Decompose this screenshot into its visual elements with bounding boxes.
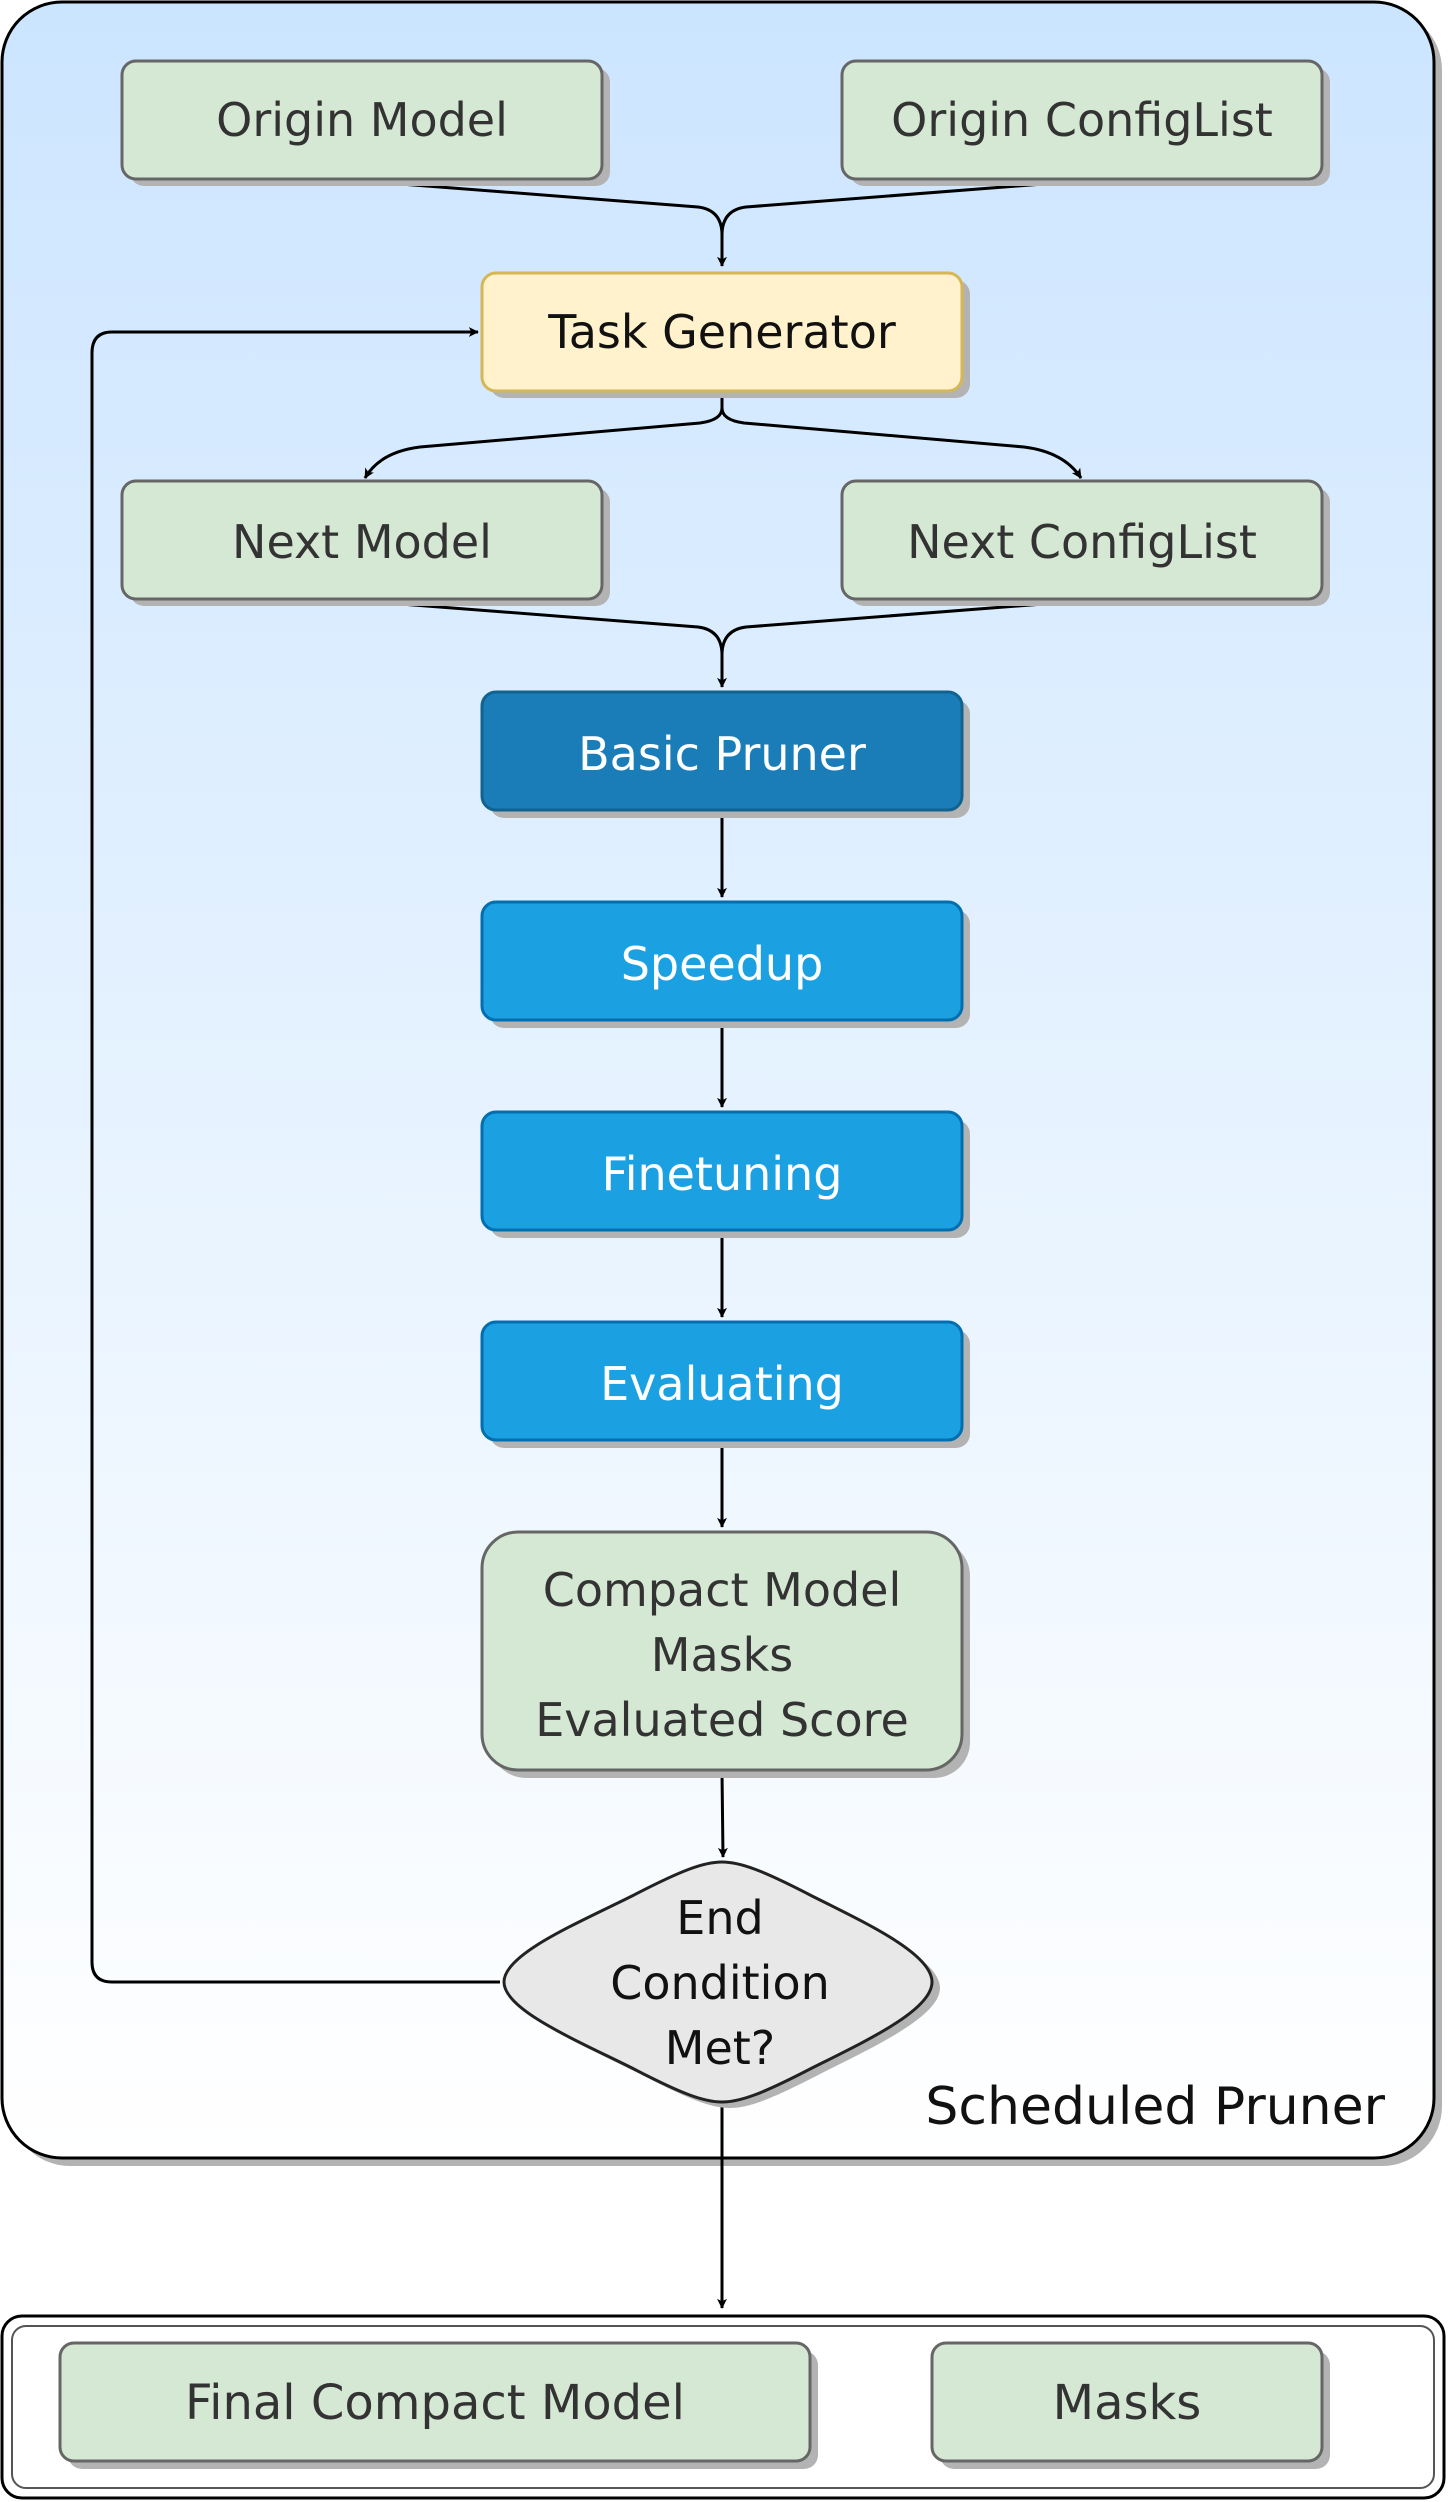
scheduled-pruner-label: Scheduled Pruner xyxy=(925,2077,1385,2137)
final-compact-model-node: Final Compact Model xyxy=(58,2341,818,2469)
compact-score-line: Evaluated Score xyxy=(535,1693,909,1747)
basic-pruner-node: Basic Pruner xyxy=(480,690,970,818)
task-generator-label: Task Generator xyxy=(547,305,896,359)
evaluating-node: Evaluating xyxy=(480,1320,970,1448)
next-model-label: Next Model xyxy=(232,515,492,569)
edge-task-generator-to-next-configlist xyxy=(720,407,1083,479)
end-condition-line2: Condition xyxy=(610,1956,830,2010)
end-condition-node: End Condition Met? xyxy=(502,1860,940,2108)
end-condition-line1: End xyxy=(676,1891,763,1945)
compact-masks-line: Masks xyxy=(651,1628,793,1682)
compact-model-line: Compact Model xyxy=(543,1563,902,1617)
next-model-node: Next Model xyxy=(120,479,610,606)
edge-origin-configlist-to-task-generator xyxy=(720,179,1083,236)
end-condition-line3: Met? xyxy=(665,2021,775,2075)
evaluating-label: Evaluating xyxy=(600,1357,844,1411)
output-container: Final Compact Model Masks xyxy=(0,2314,1446,2500)
finetuning-label: Finetuning xyxy=(602,1147,843,1201)
origin-model-node: Origin Model xyxy=(120,59,610,186)
finetuning-node: Finetuning xyxy=(480,1110,970,1238)
origin-configlist-node: Origin ConfigList xyxy=(840,59,1330,186)
final-masks-label: Masks xyxy=(1053,2375,1202,2431)
speedup-label: Speedup xyxy=(621,937,824,991)
origin-configlist-label: Origin ConfigList xyxy=(891,93,1273,147)
speedup-node: Speedup xyxy=(480,900,970,1028)
connectors xyxy=(90,179,1083,2309)
edge-compact-to-end-condition xyxy=(717,1771,728,1858)
origin-model-label: Origin Model xyxy=(216,93,508,147)
next-configlist-node: Next ConfigList xyxy=(840,479,1330,606)
edge-next-configlist-to-basic-pruner xyxy=(720,599,1083,656)
edge-task-generator-to-next-model xyxy=(363,392,724,479)
nodes: Origin Model Origin ConfigList Task Gene… xyxy=(120,59,1386,2137)
final-compact-model-label: Final Compact Model xyxy=(185,2375,685,2431)
basic-pruner-label: Basic Pruner xyxy=(578,727,866,781)
edge-end-condition-loop-to-task-generator xyxy=(90,327,500,1984)
final-masks-node: Masks xyxy=(930,2341,1330,2469)
compact-model-node: Compact Model Masks Evaluated Score xyxy=(480,1530,970,1778)
task-generator-node: Task Generator xyxy=(480,271,970,398)
next-configlist-label: Next ConfigList xyxy=(907,515,1257,569)
